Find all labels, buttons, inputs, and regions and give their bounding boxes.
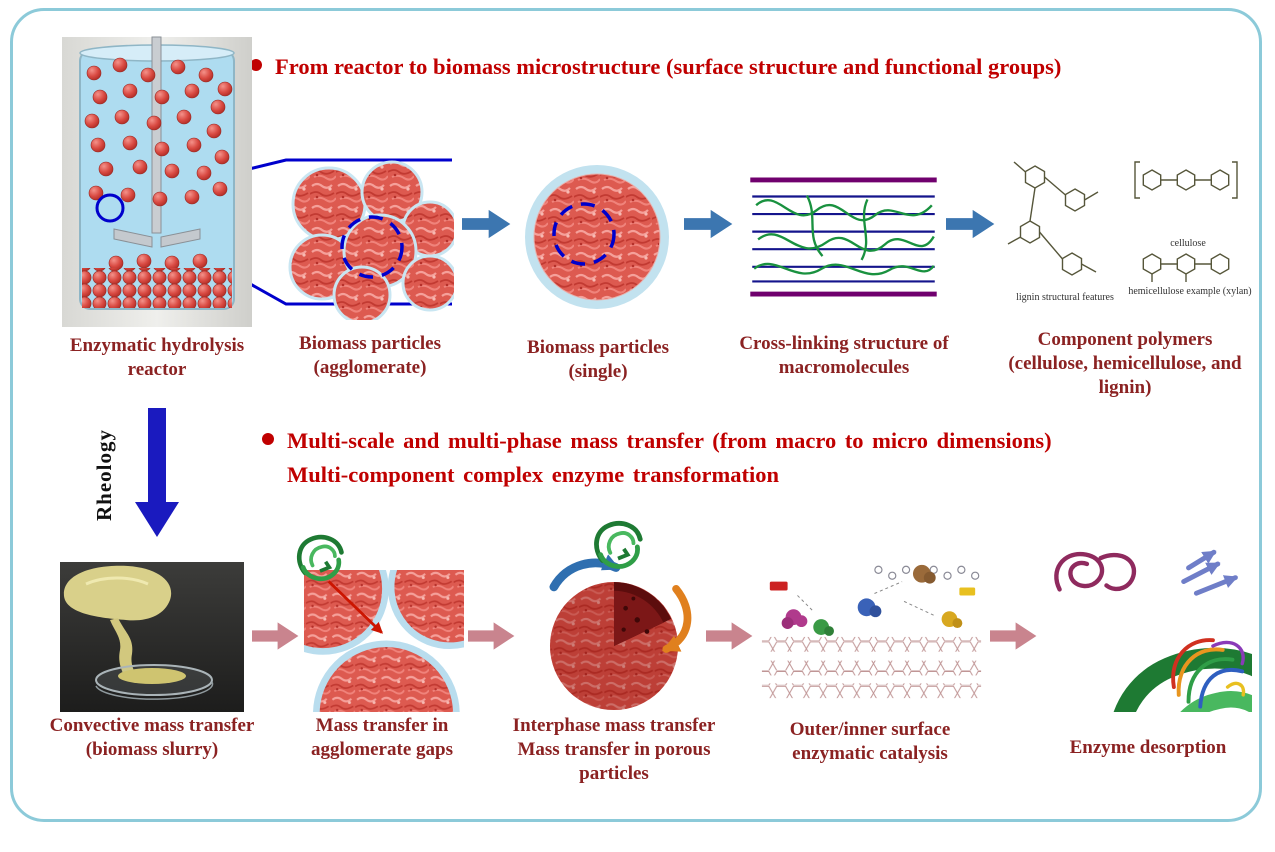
agglomerate-illustration bbox=[288, 160, 454, 320]
enzyme-protein-icon bbox=[292, 530, 348, 586]
rheology-label: Rheology bbox=[92, 429, 116, 521]
flow-arrow-blue-3 bbox=[946, 204, 996, 244]
porous-particle-illustration bbox=[549, 554, 692, 711]
zoom-dashed-circle bbox=[552, 202, 616, 266]
hemicellulose-label: hemicellulose example (xylan) bbox=[1128, 286, 1252, 297]
desorbed-enzymes-illustration bbox=[1054, 549, 1252, 712]
panel-polymers bbox=[1000, 152, 1250, 297]
crosslinking-illustration bbox=[750, 177, 937, 297]
blue-protein-icon bbox=[1181, 549, 1239, 596]
slurry-photo-illustration bbox=[60, 562, 244, 712]
polymer-structures-illustration bbox=[1007, 161, 1238, 282]
bullet-icon bbox=[250, 59, 262, 71]
caption-agglomerate: Biomass particles (agglomerate) bbox=[299, 333, 441, 379]
header-2-line-1: Multi-scale and multi-phase mass transfe… bbox=[287, 428, 1052, 453]
caption-crosslinking: Cross-linking structure of macromolecule… bbox=[739, 333, 949, 379]
agglomerate-gaps-illustration bbox=[304, 570, 464, 712]
panel-catalysis bbox=[756, 552, 988, 710]
caption-convective-mass-transfer: Convective mass transfer (biomass slurry… bbox=[49, 715, 255, 761]
zoom-dashed-circle bbox=[340, 215, 404, 279]
flow-arrow-blue-1 bbox=[462, 204, 512, 244]
caption-interphase-mass-transfer: Interphase mass transfer Mass transfer i… bbox=[512, 715, 716, 785]
single-particle-illustration bbox=[525, 165, 669, 309]
zoom-circle-annotation bbox=[95, 193, 125, 223]
panel-slurry bbox=[60, 562, 244, 712]
caption-enzymatic-catalysis: Outer/inner surface enzymatic catalysis bbox=[789, 719, 951, 765]
panel-agglomerate bbox=[284, 158, 454, 320]
panel-desorption bbox=[1042, 540, 1252, 712]
panel-reactor bbox=[62, 36, 252, 328]
flow-arrow-blue-2 bbox=[684, 204, 734, 244]
maroon-protein-icon bbox=[1054, 552, 1137, 592]
flow-arrow-rose-4 bbox=[990, 616, 1038, 656]
header-2-line-2: Multi-component complex enzyme transform… bbox=[287, 461, 780, 487]
panel-interphase bbox=[526, 552, 701, 712]
legend-chip-yellow bbox=[959, 587, 976, 596]
panel-crosslinking bbox=[746, 176, 941, 298]
legend-chip-red bbox=[769, 581, 788, 591]
enzyme-protein-icon bbox=[588, 516, 648, 574]
flow-arrow-rose-2 bbox=[468, 616, 516, 656]
caption-reactor: Enzymatic hydrolysis reactor bbox=[69, 335, 245, 381]
header-2: Multi-scale and multi-phase mass transfe… bbox=[262, 424, 1222, 492]
header-1-text: From reactor to biomass microstructure (… bbox=[275, 54, 1062, 79]
cellulose-label: cellulose bbox=[1170, 238, 1206, 249]
stirrer-shaft-icon bbox=[151, 36, 162, 234]
reactor-illustration bbox=[62, 36, 252, 327]
catalysis-scheme-illustration bbox=[756, 552, 988, 710]
caption-agglomerate-gaps: Mass transfer in agglomerate gaps bbox=[311, 715, 453, 761]
caption-single-particle: Biomass particles (single) bbox=[527, 337, 669, 383]
caption-enzyme-desorption: Enzyme desorption bbox=[1069, 737, 1227, 758]
outward-mass-transfer-arrow bbox=[661, 584, 692, 653]
flow-arrow-rose-3 bbox=[706, 616, 754, 656]
bullet-icon bbox=[262, 433, 274, 445]
header-1: From reactor to biomass microstructure (… bbox=[250, 50, 1250, 84]
panel-single-particle bbox=[522, 162, 672, 312]
flow-arrow-rose-1 bbox=[252, 616, 300, 656]
enzyme-path-arrow bbox=[327, 580, 383, 634]
panel-agglomerate-gaps bbox=[304, 570, 464, 712]
rainbow-protein-icon bbox=[1171, 638, 1246, 709]
enzyme-blobs bbox=[781, 564, 963, 636]
caption-polymers: Component polymers (cellulose, hemicellu… bbox=[1008, 329, 1242, 399]
rheology-down-arrow bbox=[135, 408, 179, 537]
lignin-label: lignin structural features bbox=[1016, 292, 1114, 303]
